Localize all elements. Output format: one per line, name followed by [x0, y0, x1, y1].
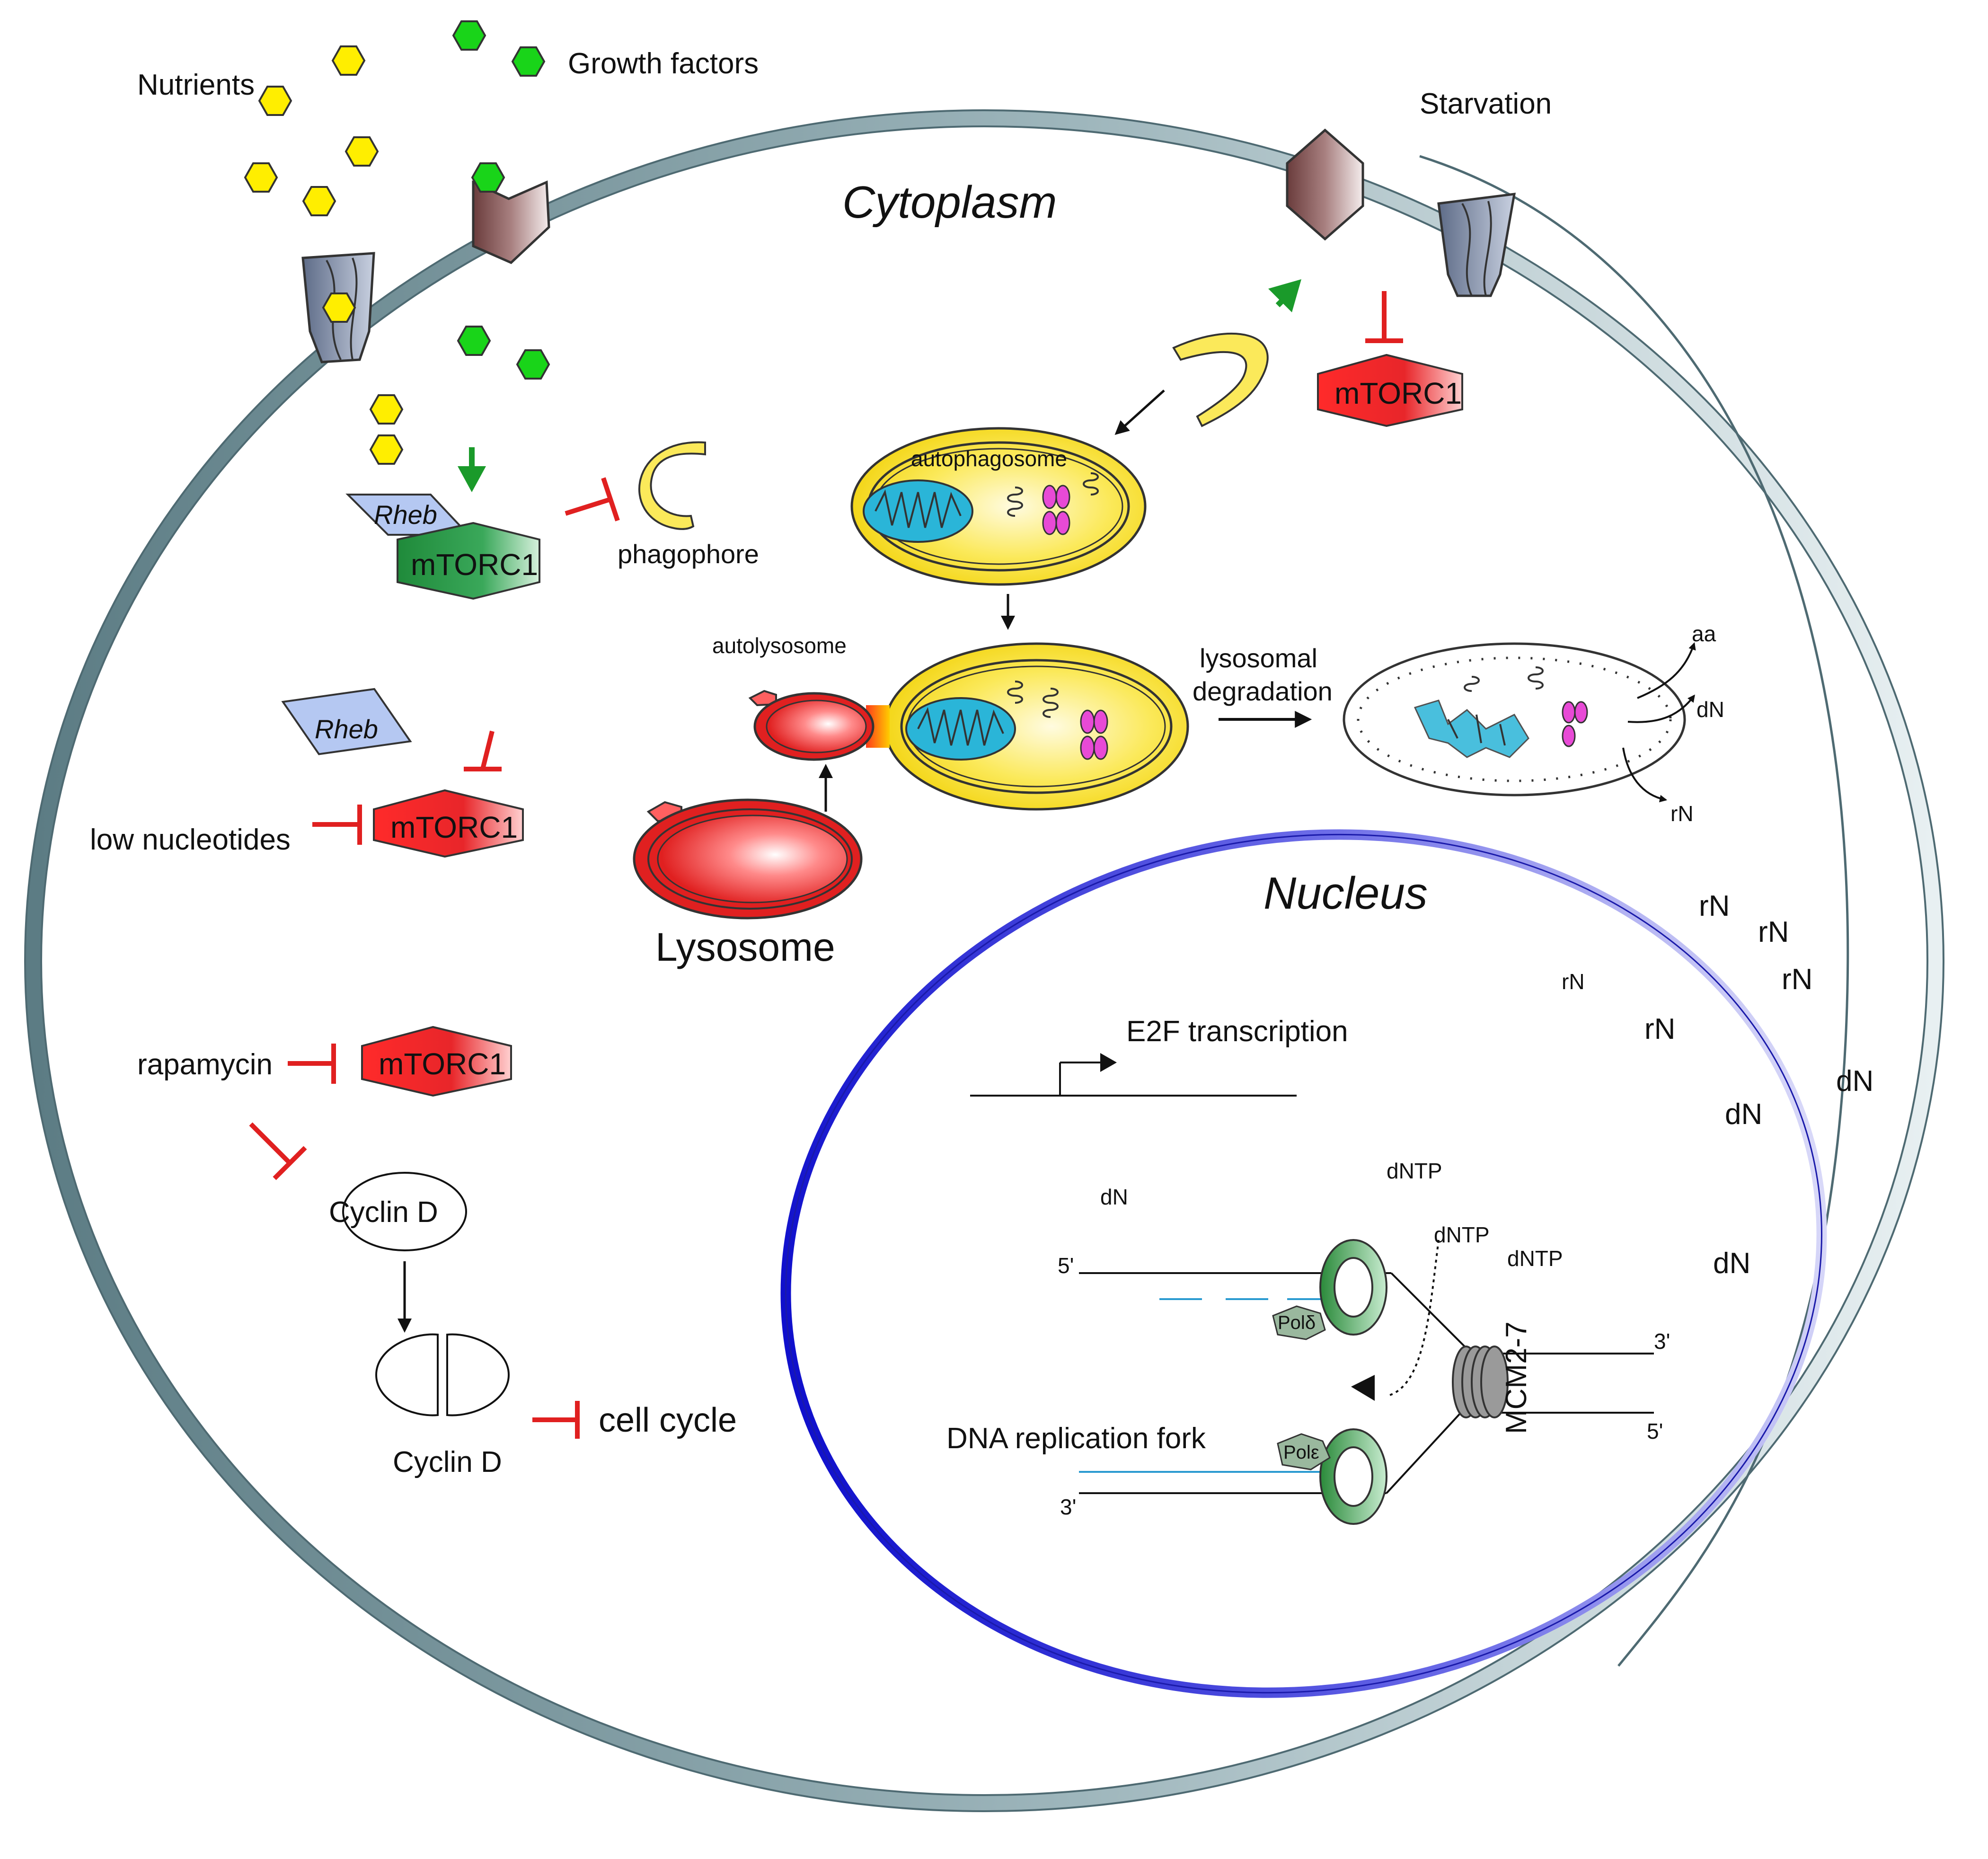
nutrient-hexagons: [244, 45, 404, 465]
dntp-incorporation-arrowhead: [1351, 1375, 1375, 1401]
arrow-to-autophagosome: [1114, 390, 1165, 435]
mtorc1-active-label: mTORC1: [411, 548, 538, 582]
phagophore-label: phagophore: [618, 539, 759, 569]
cell-cycle-label: cell cycle: [599, 1401, 737, 1439]
mcm-label: MCM2-7: [1500, 1321, 1533, 1434]
inhibition-starvation: [1365, 291, 1403, 343]
inhibition-phagophore: [565, 477, 620, 522]
cargo-protein-2: [1080, 709, 1108, 760]
mtorc1-active: mTORC1: [397, 522, 540, 600]
cargo-protein-3: [1562, 701, 1588, 747]
pcna-ring-upper: [1319, 1239, 1387, 1336]
mtorc1-low-nucleotides: mTORC1: [373, 789, 524, 858]
five-prime-right: 5': [1647, 1419, 1663, 1443]
dntp-label-2: dNTP: [1434, 1222, 1490, 1247]
dn-label-1: dN: [1836, 1065, 1873, 1098]
autophagosome-label: autophagosome: [911, 446, 1067, 471]
degrading-vesicle: [1343, 642, 1696, 803]
cyclin-d-monomer-label: Cyclin D: [329, 1196, 438, 1229]
mtorc1-starvation: mTORC1: [1317, 354, 1463, 427]
rn-label-1: rN: [1699, 890, 1730, 922]
rheb-active-label: Rheb: [374, 500, 437, 530]
rheb-inactive-label: Rheb: [315, 714, 378, 744]
three-prime-top: 3': [1654, 1329, 1670, 1354]
mitochondrion-1: [863, 479, 973, 543]
mtorc1-rapamycin-label: mTORC1: [379, 1047, 506, 1081]
nucleus-title: Nucleus: [1263, 868, 1428, 919]
three-prime-bottom: 3': [1060, 1495, 1076, 1519]
growth-factor-hexagons: [452, 20, 550, 380]
dn-label-vesicle: dN: [1696, 697, 1724, 722]
dntp-incorporation-arrow: [1386, 1239, 1440, 1397]
dna-replication-fork-label: DNA replication fork: [946, 1422, 1206, 1455]
autolysosome-label: autolysosome: [712, 633, 847, 658]
cytoplasm-title: Cytoplasm: [842, 177, 1057, 228]
mtorc1-starvation-label: mTORC1: [1334, 376, 1462, 410]
pol-delta-label: Polδ: [1278, 1312, 1316, 1333]
dntp-label-1: dNTP: [1387, 1159, 1442, 1183]
cell-membrane: [24, 109, 1944, 1812]
mitochondrion-2: [905, 697, 1016, 761]
inhibition-rapamycin: [288, 1044, 336, 1084]
starvation-label: Starvation: [1420, 88, 1552, 120]
nutrients-label: Nutrients: [137, 69, 255, 101]
rn-label-4: rN: [1644, 1013, 1675, 1045]
autophagosome: [850, 427, 1147, 586]
phagophore: [638, 441, 706, 530]
lysosome-label: Lysosome: [655, 925, 835, 969]
growth-factors-label: Growth factors: [568, 47, 759, 80]
rheb-active: Rheb: [345, 494, 471, 536]
activation-arrow-left: [458, 447, 486, 492]
channel-right: [1437, 193, 1516, 297]
rapamycin-label: rapamycin: [137, 1048, 273, 1081]
rn-label-3: rN: [1782, 963, 1812, 996]
pol-delta: Polδ: [1272, 1305, 1326, 1340]
autolysosome: [748, 642, 1189, 811]
e2f-transcription-label: E2F transcription: [1126, 1015, 1348, 1048]
dn-label-nucleus: dN: [1100, 1185, 1128, 1209]
mtorc1-low-nucleotides-label: mTORC1: [390, 810, 518, 844]
fused-lysosome: [748, 690, 875, 761]
cyclin-d-monomer: Cyclin D: [329, 1172, 467, 1251]
rn-label-vesicle: rN: [1670, 801, 1694, 826]
inhibition-low-nucleotides: [312, 805, 362, 845]
low-nucleotides-label: low nucleotides: [90, 823, 291, 856]
lysosomal-degradation-label-line2: degradation: [1193, 676, 1333, 706]
five-prime-top: 5': [1058, 1253, 1074, 1278]
rheb-inactive: Rheb: [281, 688, 412, 755]
pcna-ring-lower: [1319, 1428, 1387, 1525]
receptor-left: [472, 180, 550, 264]
lysosome: [633, 798, 863, 920]
dn-label-3: dN: [1713, 1247, 1750, 1280]
nucleus: [780, 829, 1827, 1698]
pol-epsilon: Polε: [1277, 1433, 1331, 1470]
activation-arrow-right: [1268, 279, 1301, 312]
rn-label-2: rN: [1758, 916, 1789, 948]
lysosomal-degradation-label-line1: lysosomal: [1200, 643, 1317, 673]
inhibition-rheb: [464, 730, 502, 771]
pol-epsilon-label: Polε: [1283, 1442, 1319, 1463]
mtorc1-rapamycin: mTORC1: [361, 1026, 512, 1097]
phagophore-right: [1172, 333, 1269, 427]
inhibition-cyclin-d: [249, 1122, 307, 1180]
cargo-protein-1: [1042, 485, 1070, 535]
rn-label-small: rN: [1562, 969, 1585, 994]
e2f-promoter: [970, 1053, 1297, 1097]
cyclin-d-dimer-label: Cyclin D: [393, 1446, 502, 1478]
aa-label: aa: [1692, 621, 1716, 646]
dn-label-2: dN: [1725, 1098, 1762, 1131]
receptor-right: [1286, 128, 1364, 241]
inhibition-cell-cycle: [532, 1401, 580, 1439]
cyclin-d-dimer: [375, 1333, 510, 1416]
mcm-helicase: [1452, 1346, 1509, 1418]
dntp-label-3: dNTP: [1507, 1246, 1563, 1271]
